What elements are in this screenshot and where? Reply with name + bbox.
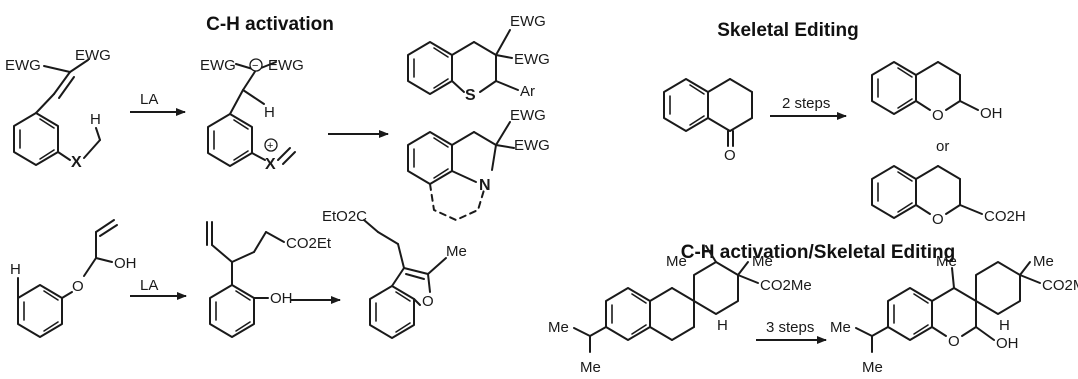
label-ewg: EWG	[75, 47, 111, 64]
molecule-phenol-ester: OH CO2Et	[206, 221, 332, 338]
label-o: O	[422, 293, 434, 310]
label-me: Me	[580, 359, 601, 376]
label-h: H	[717, 317, 728, 334]
label-h: H	[10, 261, 21, 278]
molecule-alkylidene-substrate: EWG EWG H X	[5, 47, 111, 171]
label-eto2c: EtO2C	[322, 208, 367, 225]
label-h: H	[90, 111, 101, 128]
label-co2me: CO2Me	[760, 277, 812, 294]
molecule-chroman-carboxylic-acid: O CO2H	[871, 165, 1026, 228]
label-h: H	[999, 317, 1010, 334]
label-ewg: EWG	[510, 107, 546, 124]
label-oh: OH	[114, 255, 137, 272]
heading-ch-activation-skeletal-editing: C-H activation/Skeletal Editing	[681, 242, 956, 263]
label-x: X	[71, 154, 82, 171]
label-o: O	[932, 107, 944, 124]
label-me: Me	[830, 319, 851, 336]
label-x: X	[265, 156, 276, 173]
label-oh: OH	[980, 105, 1003, 122]
molecule-thiochromane-product: EWG EWG Ar S	[407, 13, 550, 104]
label-co2h: CO2H	[984, 208, 1026, 225]
heading-skeletal-editing: Skeletal Editing	[717, 20, 858, 41]
label-o: O	[724, 147, 736, 164]
label-ewg: EWG	[200, 57, 236, 74]
label-ewg: EWG	[514, 51, 550, 68]
molecule-tricyclic-lactol-product: Me Me CO2Mc H O OH Me Me	[830, 253, 1078, 376]
label-oh: OH	[996, 335, 1019, 352]
label-charge-minus: −	[252, 60, 258, 72]
molecule-tetrahydroquinoline-product: EWG EWG N	[407, 107, 550, 221]
molecule-zwitterion-intermediate: − + EWG EWG H X	[200, 57, 304, 173]
label-me: Me	[936, 253, 957, 270]
label-or: or	[936, 138, 949, 155]
label-me: Me	[1033, 253, 1054, 270]
reagent-lewis-acid: LA	[140, 91, 158, 108]
label-me: Me	[666, 253, 687, 270]
reagent-two-steps: 2 steps	[782, 95, 830, 112]
label-co2me-truncated: CO2Mc	[1042, 277, 1078, 294]
label-me: Me	[446, 243, 467, 260]
label-n: N	[479, 177, 491, 194]
label-s: S	[465, 87, 476, 104]
label-me: Me	[548, 319, 569, 336]
label-o: O	[948, 333, 960, 350]
label-o: O	[72, 278, 84, 295]
label-charge-plus: +	[267, 140, 273, 152]
label-h: H	[264, 104, 275, 121]
label-me: Me	[752, 253, 773, 270]
label-o: O	[932, 211, 944, 228]
label-ewg: EWG	[268, 57, 304, 74]
label-ar: Ar	[520, 83, 535, 100]
label-co2et: CO2Et	[286, 235, 332, 252]
reagent-three-steps: 3 steps	[766, 319, 814, 336]
molecule-dehydroabietate: Me Me CO2Me H Me Me	[548, 245, 812, 376]
molecule-tetralone: O	[663, 78, 753, 164]
label-ewg: EWG	[5, 57, 41, 74]
label-ewg: EWG	[510, 13, 546, 30]
molecule-aryl-ether-substrate: H O OH	[10, 219, 137, 338]
label-ewg: EWG	[514, 137, 550, 154]
reagent-lewis-acid: LA	[140, 277, 158, 294]
label-me: Me	[862, 359, 883, 376]
label-oh: OH	[270, 290, 293, 307]
molecule-benzofuran-product: O Me EtO2C	[322, 208, 467, 339]
molecule-chromanol: O OH	[871, 61, 1003, 124]
heading-ch-activation: C-H activation	[206, 14, 334, 35]
